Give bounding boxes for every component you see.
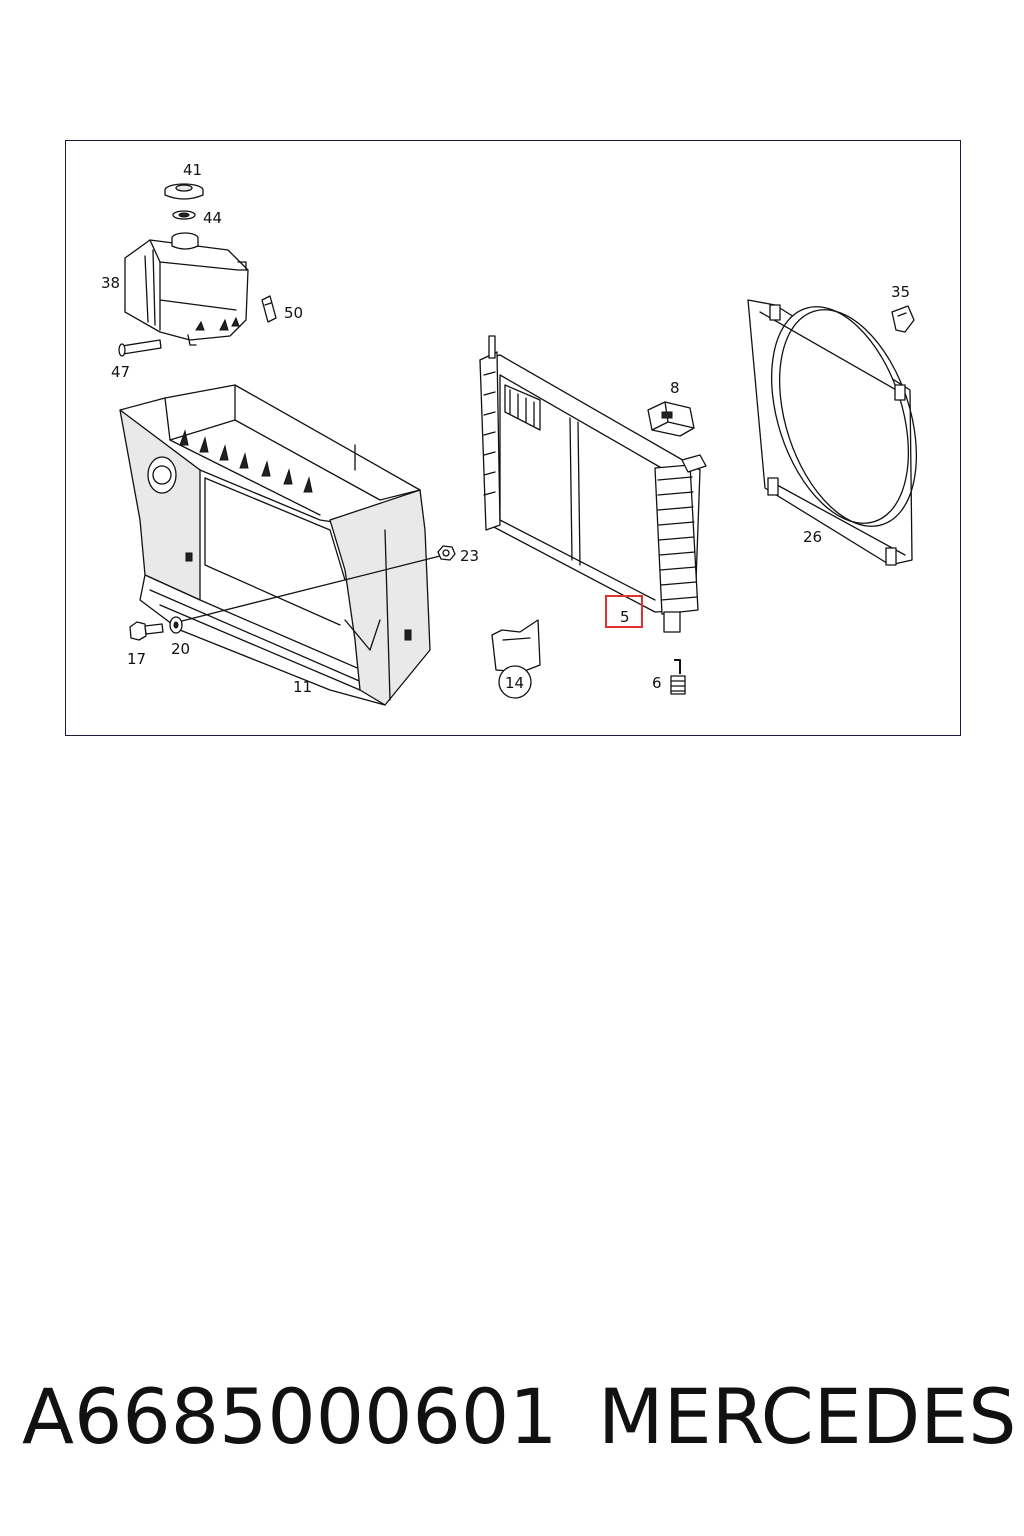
part-23-nut <box>437 545 456 561</box>
label-47: 47 <box>111 363 130 381</box>
part-8-mount <box>647 401 695 437</box>
part-5-radiator <box>479 335 707 633</box>
part-number: A6685000601 <box>22 1372 558 1461</box>
part-11-frame <box>119 384 431 706</box>
label-8: 8 <box>670 379 680 397</box>
label-35: 35 <box>891 283 910 301</box>
part-47-bolt <box>118 339 162 357</box>
part-38-expansion-tank <box>124 232 249 346</box>
label-50: 50 <box>284 304 303 322</box>
brand-name: MERCEDES <box>598 1372 1017 1461</box>
label-11: 11 <box>293 678 312 696</box>
part-6-drain-plug <box>670 659 686 695</box>
label-38: 38 <box>101 274 120 292</box>
part-14-bracket <box>491 619 541 699</box>
label-41: 41 <box>183 161 202 179</box>
part-17-bolt <box>129 621 164 641</box>
label-44: 44 <box>203 209 222 227</box>
part-44-seal <box>172 210 196 220</box>
label-14: 14 <box>505 674 524 692</box>
label-23: 23 <box>460 547 479 565</box>
label-6: 6 <box>652 674 662 692</box>
leader-lines <box>177 555 441 623</box>
part-50-clip <box>261 295 277 323</box>
label-17: 17 <box>127 650 146 668</box>
part-26-fan-shroud <box>747 299 918 566</box>
label-5: 5 <box>620 608 630 626</box>
highlight-box <box>605 595 643 628</box>
part-35-clip <box>891 305 915 333</box>
part-41-cap <box>164 183 204 200</box>
part-20-washer <box>169 616 183 634</box>
label-26: 26 <box>803 528 822 546</box>
label-20: 20 <box>171 640 190 658</box>
